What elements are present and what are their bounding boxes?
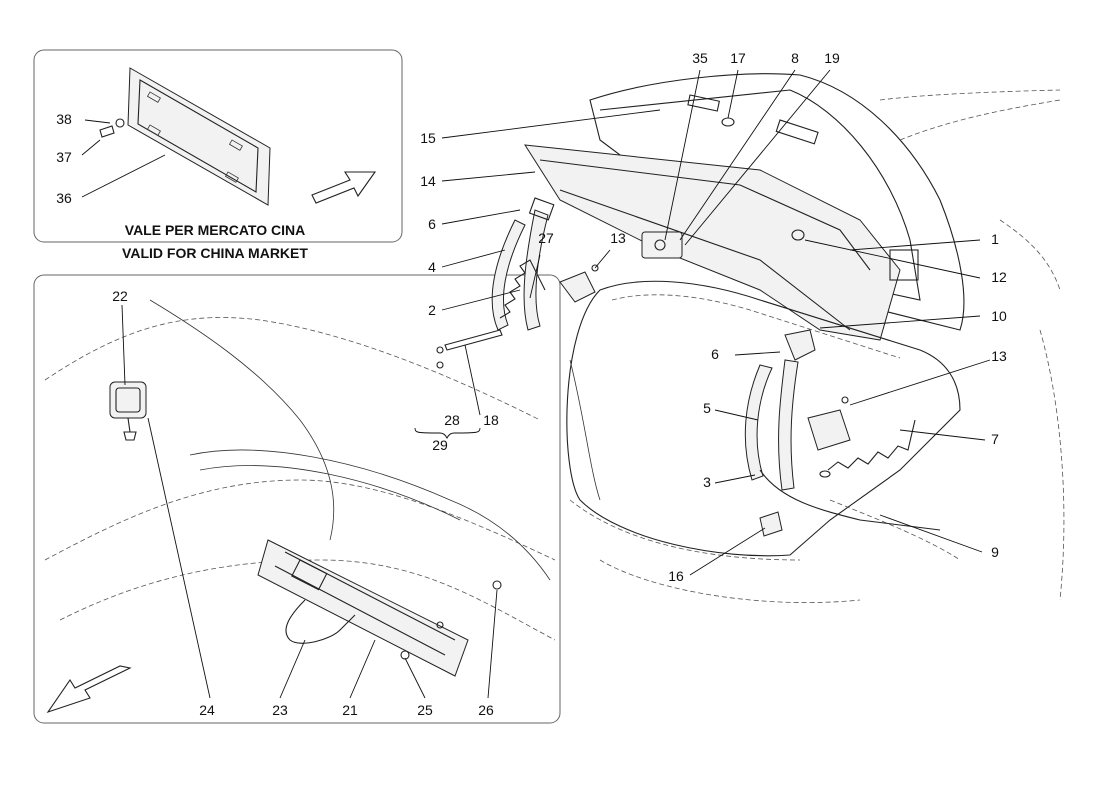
callout-24: 24 [199,702,215,718]
china-market-inset: VALE PER MERCATO CINA [33,49,403,243]
screw-and-washer [99,118,125,138]
callout-38: 38 [56,111,72,127]
callout-4: 4 [428,259,436,275]
callout-6-right: 6 [711,346,719,362]
china-caption-it: VALE PER MERCATO CINA [125,222,305,238]
trunk-opening [566,219,1065,604]
callout-19: 19 [824,50,840,66]
direction-arrow-sw-icon [46,665,132,714]
callout-1: 1 [991,231,999,247]
callout-6-left: 6 [428,216,436,232]
callout-17: 17 [730,50,746,66]
callout-37: 37 [56,149,72,165]
fastener-clip [492,580,502,590]
callout-7: 7 [991,431,999,447]
callout-26: 26 [478,702,494,718]
callout-23: 23 [272,702,288,718]
callout-29: 29 [432,437,448,453]
lock-striker [759,511,783,537]
callout-35: 35 [692,50,708,66]
callout-10: 10 [991,308,1007,324]
right-hinge-assembly [744,329,941,537]
direction-arrow-ne-icon [311,171,377,204]
callout-3: 3 [703,474,711,490]
callout-14: 14 [420,173,436,189]
lid-bumper [721,117,735,127]
callout-9: 9 [991,544,999,560]
callout-numbers: 38 37 36 22 24 23 21 25 26 15 14 6 4 2 2… [56,50,1007,718]
callout-13-right: 13 [991,348,1007,364]
lid-stop [791,229,805,241]
callout-18: 18 [483,412,499,428]
callout-8: 8 [791,50,799,66]
callout-36: 36 [56,190,72,206]
rear-bumper-inset [33,274,561,724]
callout-2: 2 [428,302,436,318]
callout-22: 22 [112,288,128,304]
callout-25: 25 [417,702,433,718]
leader-lines [81,69,991,699]
china-caption-en: VALID FOR CHINA MARKET [122,245,308,261]
callout-15: 15 [420,130,436,146]
callout-27: 27 [538,230,554,246]
camera-light-unit [109,381,147,441]
trunk-lock [641,231,683,259]
callout-13-left: 13 [610,230,626,246]
left-hinge-assembly [436,197,599,369]
bumper-inset-frame [33,274,561,724]
camera-cable [285,599,356,644]
camera-bracket [257,539,469,677]
callout-21: 21 [342,702,358,718]
callout-12: 12 [991,269,1007,285]
license-plate-frame [127,67,271,206]
callout-5: 5 [703,400,711,416]
callout-28: 28 [444,412,460,428]
trunk-lid-assembly [524,73,1061,341]
callout-16: 16 [668,568,684,584]
